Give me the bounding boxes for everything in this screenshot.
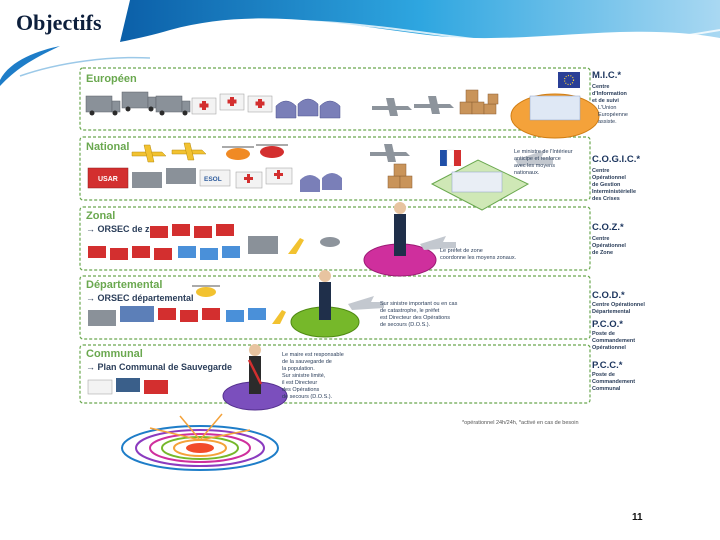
national-tents: [300, 173, 342, 192]
level-plan-zonal: → ORSEC de zone: [86, 224, 166, 234]
eu-platform: [510, 72, 600, 139]
prefet-dep-platform: [290, 270, 360, 338]
page-number: 11: [632, 512, 643, 523]
minister-caption-2: anticipe et renforce: [514, 156, 561, 162]
esol-label: ESOL: [204, 176, 222, 183]
slide-title: Objectifs: [16, 10, 102, 35]
level-label-europeen: Européen: [86, 73, 137, 85]
cod-acronym: C.O.D.*: [592, 290, 625, 301]
european-trucks: [85, 91, 191, 116]
maire-platform: [222, 344, 288, 411]
cod-line-1: Centre Opérationnel: [592, 302, 645, 308]
french-flag-icon: [440, 149, 461, 167]
footnote: *opérationnel 24h/24h, *activé en cas de…: [462, 420, 579, 426]
level-label-communal: Communal: [86, 348, 143, 360]
european-tents: [275, 98, 341, 119]
coz-line-1: Centre: [592, 236, 609, 242]
departemental-vehicles: [88, 285, 286, 326]
zonal-vehicles: [88, 224, 340, 260]
prefet-dep-caption-1: Sur sinistre important ou en cas: [380, 301, 458, 307]
national-plane-gray: [370, 144, 410, 162]
mic-line-3: et de suivi: [592, 98, 619, 104]
coz-line-2: Opérationnel: [592, 243, 626, 249]
maire-caption-1: Le maire est responsable: [282, 352, 344, 358]
cogic-line-2: Opérationnel: [592, 175, 626, 181]
level-plan-departemental: → ORSEC départemental: [86, 293, 194, 303]
prefet-dep-caption-4: de secours (D.O.S.).: [380, 322, 431, 328]
cogic-line-5: des Crises: [592, 196, 620, 202]
national-trucks: ESOL: [132, 167, 293, 189]
coz-line-3: de Zone: [592, 250, 613, 256]
level-plan-communal: → Plan Communal de Sauvegarde: [86, 362, 232, 372]
cogic-line-4: Interministérielle: [592, 189, 636, 195]
eu-caption-1: L'Union: [598, 105, 616, 111]
european-ambulances: [191, 93, 273, 115]
usar-label: USAR: [98, 176, 118, 183]
national-helicopters: [222, 144, 288, 160]
prefet-zone-caption-1: Le préfet de zone: [440, 248, 483, 254]
prefet-zone-figure: [394, 214, 406, 256]
mic-line-1: Centre: [592, 84, 609, 90]
header-wave: [0, 0, 720, 86]
national-supply-boxes: [387, 163, 413, 189]
maire-caption-7: de secours (D.O.S.).: [282, 394, 333, 400]
national-platform: [430, 149, 530, 211]
maire-caption-4: Sur sinistre limité,: [282, 373, 326, 379]
european-supply-boxes: [459, 89, 499, 115]
cogic-line-3: de Gestion: [592, 182, 621, 188]
maire-caption-3: la population.: [282, 366, 315, 372]
pcc-line-1: Poste de: [592, 372, 615, 378]
eu-caption-2: Européenne: [598, 112, 628, 118]
caption-arrows: [348, 150, 553, 310]
impact-waves: [121, 413, 279, 471]
mic-acronym: M.I.C.*: [592, 70, 621, 81]
eu-caption-3: assiste.: [598, 119, 617, 125]
pcc-acronym: P.C.C.*: [592, 360, 623, 371]
level-label-zonal: Zonal: [86, 210, 115, 222]
pco-line-3: Opérationnel: [592, 345, 626, 351]
minister-caption-4: nationaux.: [514, 170, 540, 176]
level-label-departemental: Départemental: [86, 279, 162, 291]
eu-flag-icon: [558, 72, 580, 88]
communal-vehicles: [87, 378, 168, 395]
pco-line-2: Commandement: [592, 338, 635, 344]
mic-line-2: d'Information: [592, 91, 628, 97]
level-label-national: National: [86, 141, 129, 153]
european-planes: [372, 96, 454, 116]
prefet-zone-platform: [363, 202, 437, 277]
national-planes: [131, 142, 207, 163]
pcc-line-2: Commandement: [592, 379, 635, 385]
maire-caption-5: il est Directeur: [282, 380, 317, 386]
national-fire-truck: USAR: [87, 167, 129, 189]
cod-line-2: Départemental: [592, 309, 631, 315]
cogic-line-1: Centre: [592, 168, 609, 174]
minister-caption-3: avec les moyens: [514, 163, 555, 169]
prefet-dep-figure: [319, 282, 331, 320]
maire-caption-6: des Opérations: [282, 387, 320, 393]
maire-caption-2: de la sauvegarde de: [282, 359, 332, 365]
level-bands: [79, 67, 591, 404]
minister-caption-1: Le ministre de l'Intérieur: [514, 149, 573, 155]
pcc-line-3: Communal: [592, 386, 621, 392]
prefet-dep-caption-2: de catastrophe, le préfet: [380, 308, 440, 314]
prefet-dep-caption-3: est Directeur des Opérations: [380, 315, 450, 321]
coz-acronym: C.O.Z.*: [592, 222, 624, 233]
pco-line-1: Poste de: [592, 331, 615, 337]
cogic-acronym: C.O.G.I.C.*: [592, 154, 640, 165]
prefet-zone-caption-2: coordonne les moyens zonaux.: [440, 255, 517, 261]
pco-acronym: P.C.O.*: [592, 319, 623, 330]
